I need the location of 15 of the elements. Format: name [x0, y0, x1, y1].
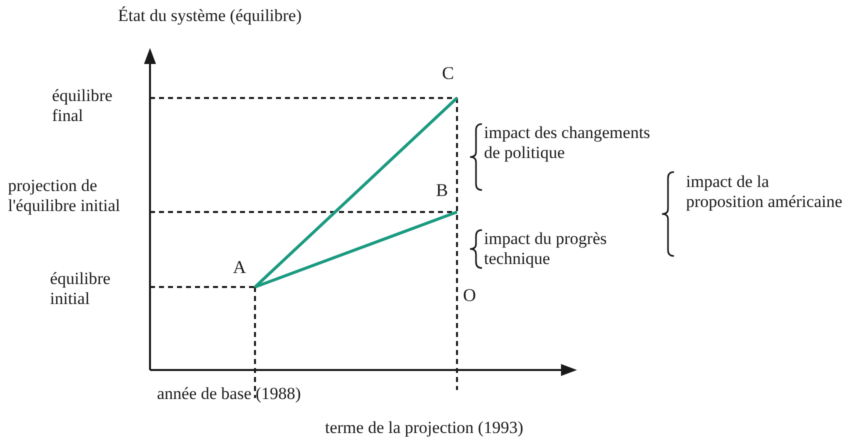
trend-line — [254, 210, 458, 288]
point-label: A — [233, 257, 246, 277]
point-label: O — [463, 285, 476, 305]
axis-label: équilibre initial — [50, 269, 112, 309]
trend-line — [254, 96, 458, 288]
axis-label: année de base (1988) — [157, 384, 302, 404]
brace-label: impact des changements de politique — [484, 123, 652, 163]
axis-label: projection de l'équilibre initial — [8, 176, 122, 216]
axis-title: État du système (équilibre) — [118, 6, 303, 26]
brace-label: impact du progrès technique — [484, 229, 608, 269]
axis-label: terme de la projection (1993) — [325, 418, 524, 438]
point-label: B — [436, 180, 448, 200]
brace-label: impact de la proposition américaine — [686, 172, 844, 212]
axis-label: équilibre final — [52, 86, 114, 126]
point-label: C — [442, 63, 454, 83]
